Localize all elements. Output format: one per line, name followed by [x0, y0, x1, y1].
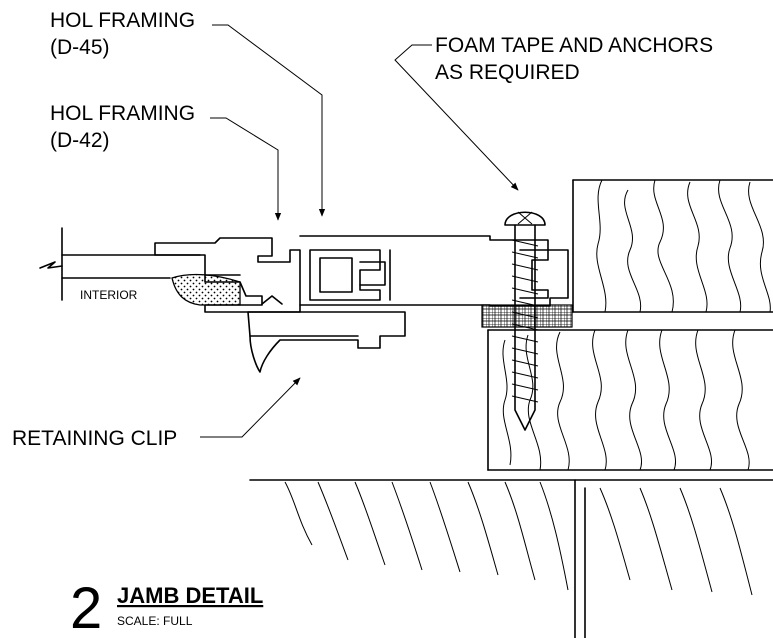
callout-framing-d42-line1: HOL FRAMING [50, 102, 195, 125]
leader-retaining-clip [200, 377, 301, 438]
title-block: 2 JAMB DETAIL SCALE: FULL [70, 576, 263, 638]
sealant-bead [171, 273, 241, 306]
callout-framing-d42: HOL FRAMING (D-42) [50, 102, 195, 152]
anchor-screw [504, 211, 546, 431]
callout-foam-tape-line1: FOAM TAPE AND ANCHORS [435, 34, 713, 57]
label-interior: INTERIOR [80, 288, 138, 302]
leader-d45 [212, 24, 326, 217]
detail-title: JAMB DETAIL [117, 583, 263, 608]
masonry-lower-block [249, 479, 773, 638]
masonry-upper-block [572, 179, 773, 313]
callout-framing-d42-line2: (D-42) [50, 129, 110, 152]
detail-number: 2 [70, 576, 102, 638]
callout-framing-d45: HOL FRAMING (D-45) [50, 9, 195, 59]
callout-retaining-clip: RETAINING CLIP [12, 427, 177, 450]
leader-foam-tape [394, 44, 519, 191]
callout-foam-tape: FOAM TAPE AND ANCHORS AS REQUIRED [435, 34, 713, 84]
foam-tape [481, 304, 573, 328]
framing-d45 [299, 235, 569, 307]
callout-framing-d45-line1: HOL FRAMING [50, 9, 195, 32]
callout-framing-d45-line2: (D-45) [50, 36, 110, 59]
retaining-clip-shape [247, 295, 406, 373]
detail-scale: SCALE: FULL [117, 614, 193, 628]
leader-d42 [210, 117, 282, 221]
callout-foam-tape-line2: AS REQUIRED [435, 61, 580, 84]
